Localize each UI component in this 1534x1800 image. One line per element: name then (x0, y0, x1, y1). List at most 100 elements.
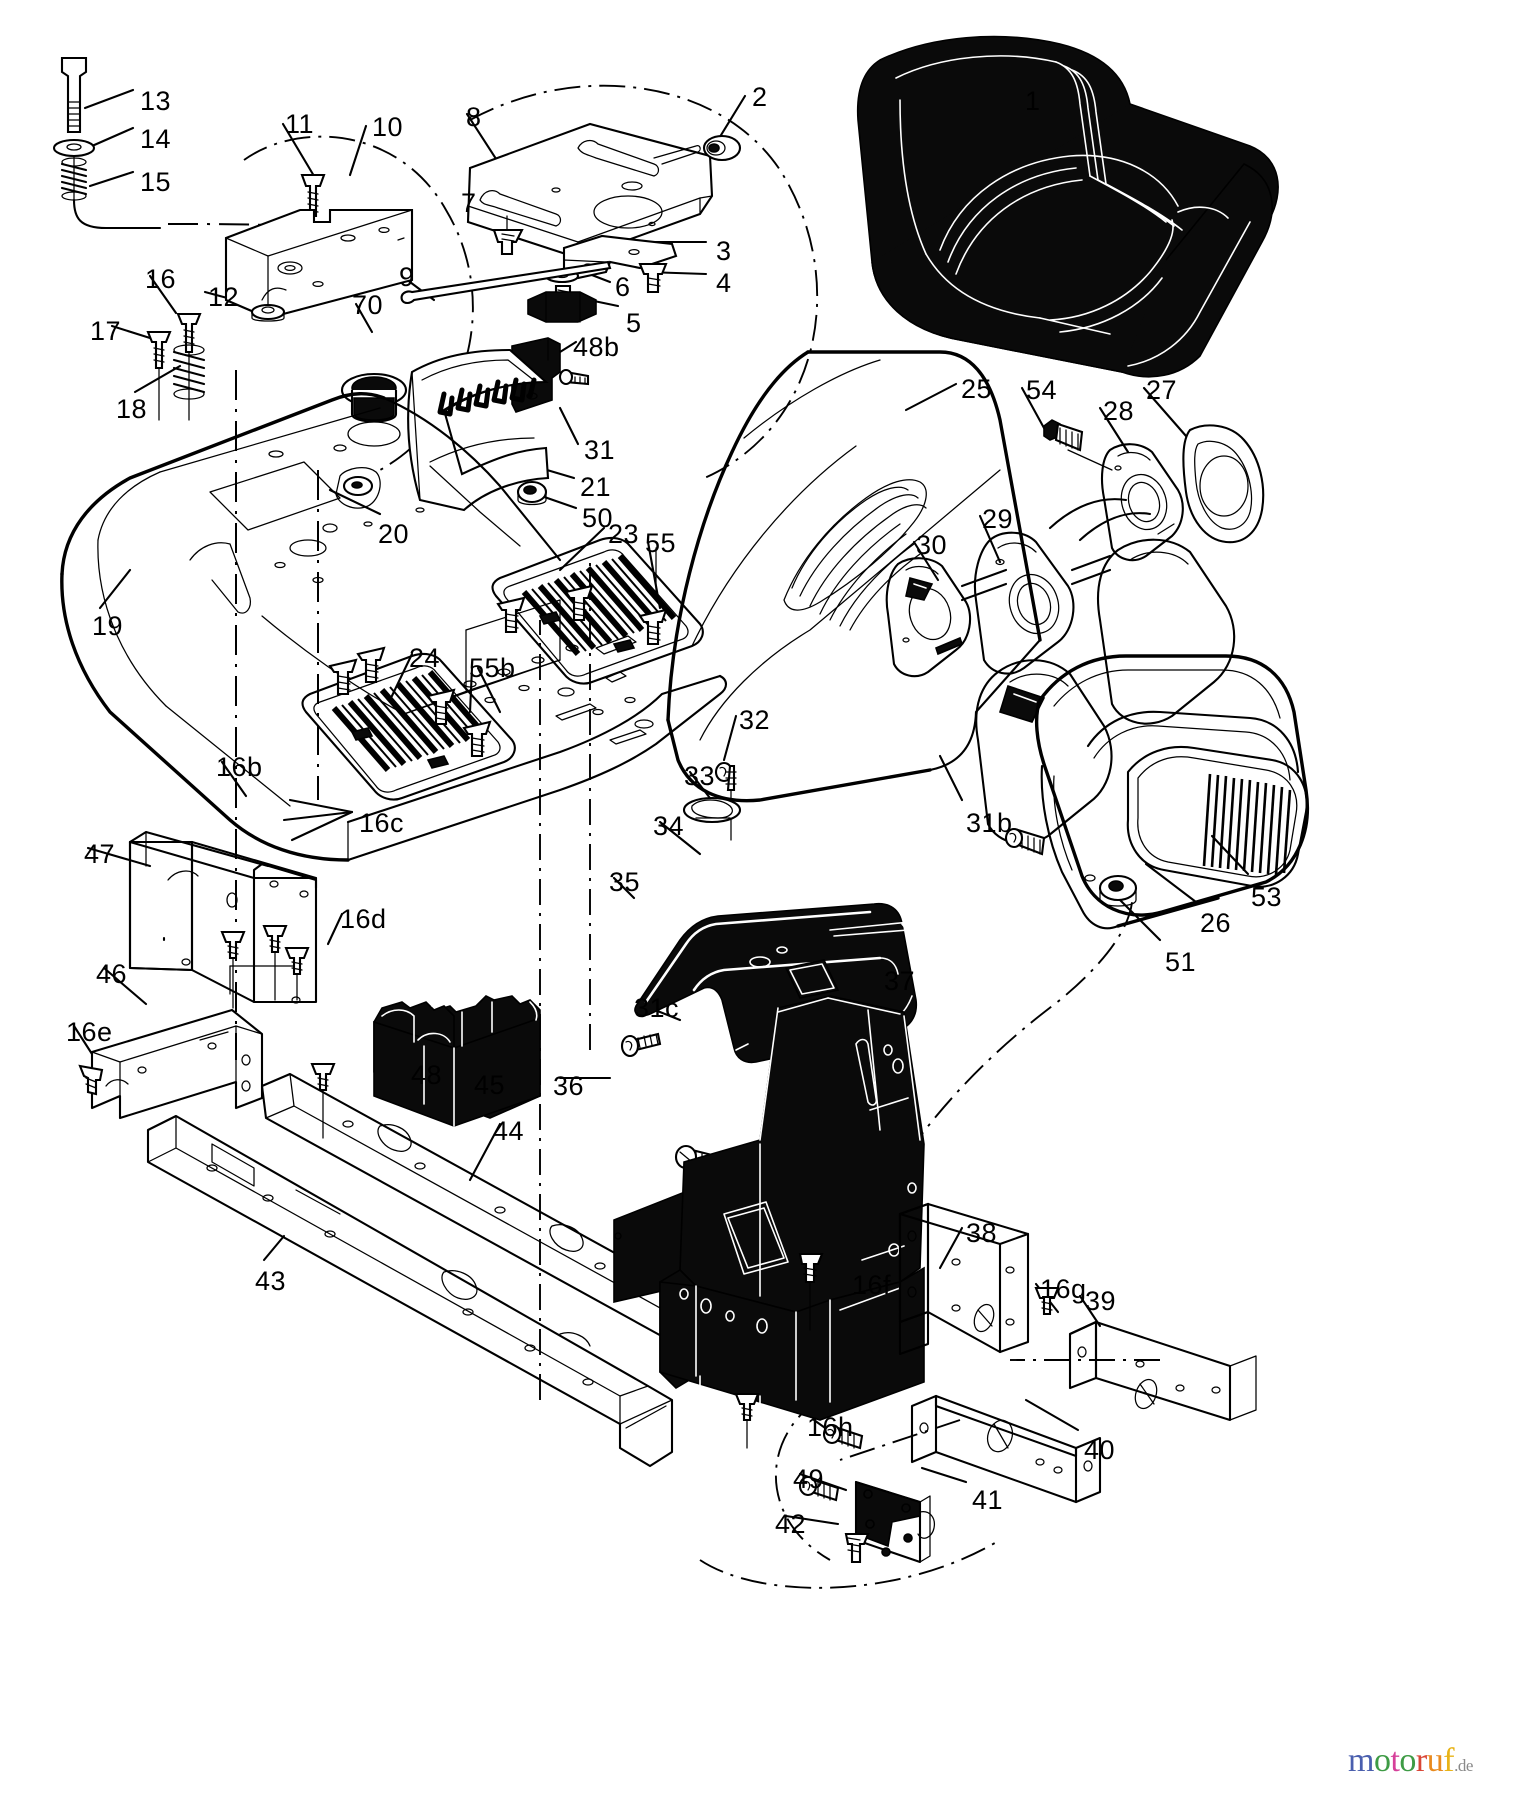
part-55-rivets-right (496, 547, 668, 646)
callout-20: 20 (378, 519, 410, 549)
callout-21: 21 (580, 472, 612, 502)
part-5-seat-knob (527, 284, 597, 323)
part-16-screw-f (734, 1392, 760, 1449)
callout-16f: 16f (852, 1270, 892, 1300)
callout-55b: 55b (469, 653, 516, 683)
callout-33: 33 (684, 761, 716, 791)
wm-letter-o2: o (1399, 1742, 1416, 1779)
part-16-screw-g (1034, 1286, 1060, 1316)
callout-2: 2 (752, 82, 768, 112)
part-39-plate (1068, 1320, 1257, 1422)
callout-9: 9 (399, 262, 415, 292)
callout-19: 19 (92, 611, 124, 641)
callout-39: 39 (1085, 1286, 1117, 1316)
wm-letter-o1: o (1373, 1742, 1391, 1779)
part-2-bumper-upper (702, 134, 742, 162)
part-51-lock-nut (1098, 874, 1138, 907)
callout-45: 45 (474, 1070, 506, 1100)
part-21-emblem-decal (407, 348, 550, 512)
part-46-bracket (90, 1008, 264, 1120)
part-23-footpad-right (491, 536, 704, 685)
callout-11: 11 (285, 109, 315, 139)
part-15-spring (60, 155, 162, 230)
callout-16h: 16h (807, 1412, 854, 1442)
callout-34: 34 (653, 811, 685, 841)
callout-54: 54 (1026, 375, 1058, 405)
part-18-spring (172, 344, 206, 400)
callout-6: 6 (615, 272, 631, 302)
callout-55a: 55 (645, 528, 677, 558)
callout-3: 3 (716, 236, 732, 266)
part-14-washer (52, 138, 96, 158)
callout-31a: 31 (584, 435, 616, 465)
wm-letter-t: t (1390, 1742, 1400, 1779)
part-16-screws-cluster-a (220, 924, 336, 1139)
part-38-bracket (898, 1202, 1030, 1356)
wm-letter-u: u (1426, 1742, 1444, 1779)
part-31-screw-grille (1004, 827, 1046, 856)
part-55-rivets-left (328, 646, 492, 758)
wm-suffix: .de (1454, 1756, 1473, 1775)
part-45-battery-box (373, 995, 541, 1127)
part-30-bezel-left (885, 557, 972, 678)
callout-15: 15 (140, 167, 172, 197)
callout-46: 46 (96, 959, 128, 989)
callout-41: 41 (972, 1485, 1004, 1515)
part-35-screw (620, 1032, 662, 1058)
callout-51: 51 (1165, 947, 1197, 977)
callout-40: 40 (1084, 1435, 1116, 1465)
callout-31b: 31b (966, 808, 1013, 838)
part-9-pivot-rod (400, 260, 612, 305)
part-31-screw-a (558, 368, 590, 386)
callout-35: 35 (609, 867, 641, 897)
part-16-screw-e (78, 1064, 104, 1096)
part-27-lens-cover (1182, 424, 1265, 544)
callout-26: 26 (1200, 908, 1232, 938)
callout-16c: 16c (359, 808, 405, 838)
callout-36: 36 (553, 1071, 585, 1101)
part-29-bezel-center (973, 531, 1075, 675)
callout-23: 23 (608, 519, 640, 549)
callout-5: 5 (626, 308, 642, 338)
callout-12: 12 (208, 282, 240, 312)
part-40-support-bracket (910, 1394, 1102, 1504)
callout-25: 25 (961, 374, 993, 404)
callout-18: 18 (116, 394, 148, 424)
part-54-screw (1043, 419, 1084, 452)
bezel-shells (975, 538, 1236, 845)
callout-17: 17 (90, 316, 122, 346)
part-8-seat-pan (466, 122, 714, 260)
callout-28: 28 (1103, 396, 1135, 426)
part-26-grille-housing (1034, 654, 1310, 930)
part-28-bezel-right (1100, 443, 1184, 562)
watermark-motoruf: motoruf.de (1348, 1742, 1473, 1780)
callout-16g: 16g (1040, 1274, 1087, 1304)
part-13-shoulder-bolt (60, 56, 88, 134)
part-37-dash-panel (659, 995, 925, 1421)
callout-27: 27 (1146, 375, 1178, 405)
callout-70: 70 (352, 290, 384, 320)
callout-29: 29 (982, 504, 1014, 534)
callout-7: 7 (461, 188, 477, 218)
part-43-frame-rail (146, 1114, 674, 1468)
wm-letter-f: f (1443, 1742, 1455, 1779)
callout-16e: 16e (66, 1017, 113, 1047)
callout-44: 44 (493, 1116, 525, 1146)
callout-24: 24 (409, 643, 441, 673)
part-4-screw (638, 262, 668, 294)
part-19-fender-body (60, 392, 728, 862)
wm-letter-r: r (1415, 1742, 1427, 1779)
part-7-screw (492, 215, 524, 256)
callout-43: 43 (255, 1266, 287, 1296)
part-33-clip (682, 796, 742, 824)
callout-13: 13 (140, 86, 172, 116)
part-49-screw (798, 1475, 840, 1502)
part-32-screw (714, 761, 737, 841)
callout-53: 53 (1251, 882, 1283, 912)
part-47-rear-cover (128, 830, 318, 1004)
callout-48b: 48b (573, 332, 620, 362)
callout-50: 50 (582, 503, 614, 533)
callout-14: 14 (140, 124, 172, 154)
